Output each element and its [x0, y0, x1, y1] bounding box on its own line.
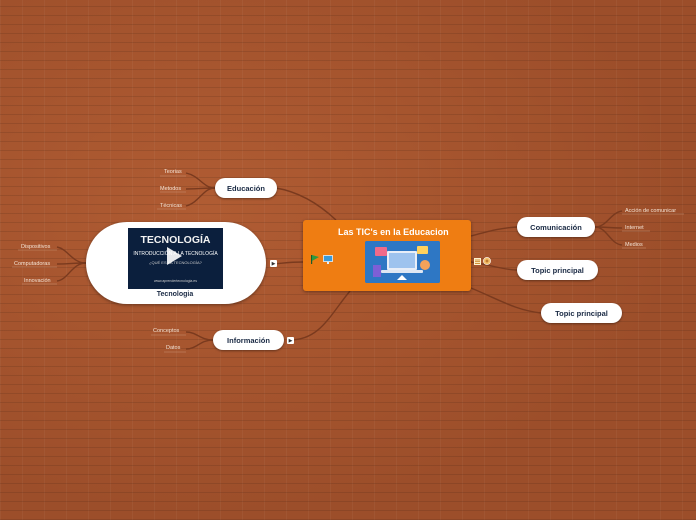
leaf-tecnicas[interactable]: Técnicas: [160, 203, 182, 209]
branch-tecnologia-label: Tecnologia: [150, 291, 200, 298]
branch-topic-principal-1[interactable]: Topic principal: [517, 260, 598, 280]
leaf-computadoras[interactable]: Computadoras: [14, 261, 50, 267]
education-illustration-icon: [365, 241, 440, 283]
branch-comunicacion[interactable]: Comunicación: [517, 217, 595, 237]
flag-icon: [310, 251, 319, 269]
branch-topic-principal-2-label: Topic principal: [555, 309, 608, 318]
leaf-dispositivos[interactable]: Dispositivos: [21, 244, 50, 250]
central-illustration: [365, 241, 440, 283]
notes-icon[interactable]: [474, 252, 481, 270]
leaf-accion-de-comunicar[interactable]: Acción de comunicar: [625, 208, 676, 214]
branch-informacion[interactable]: Información: [213, 330, 284, 350]
leaf-metodos[interactable]: Metodos: [160, 186, 181, 192]
leaf-datos[interactable]: Datos: [166, 345, 180, 351]
branch-topic-principal-2[interactable]: Topic principal: [541, 303, 622, 323]
central-topic-title: Las TIC's en la Educacion: [338, 227, 449, 237]
video-title: TECNOLOGÍA: [128, 234, 223, 246]
monitor-icon: [323, 251, 333, 269]
video-url: www.aprendertecnologia.es: [128, 279, 223, 283]
tecnologia-video-thumbnail[interactable]: TECNOLOGÍA INTRODUCCIÓN A LA TECNOLOGÍA …: [128, 228, 223, 289]
toggle-expand-icon[interactable]: ▶: [270, 260, 277, 267]
branch-informacion-label: Información: [227, 336, 270, 345]
leaf-innovacion[interactable]: Innovación: [24, 278, 51, 284]
leaf-internet[interactable]: Internet: [625, 225, 644, 231]
leaf-conceptos[interactable]: Conceptos: [153, 328, 179, 334]
toggle-expand-icon[interactable]: ▶: [287, 337, 294, 344]
leaf-teorias[interactable]: Teorias: [164, 169, 182, 175]
branch-educacion[interactable]: Educación: [215, 178, 277, 198]
link-icon[interactable]: [483, 252, 491, 270]
branch-educacion-label: Educación: [227, 184, 265, 193]
branch-topic-principal-1-label: Topic principal: [531, 266, 584, 275]
leaf-medios[interactable]: Medios: [625, 242, 643, 248]
branch-comunicacion-label: Comunicación: [530, 223, 582, 232]
play-icon[interactable]: [167, 247, 182, 265]
